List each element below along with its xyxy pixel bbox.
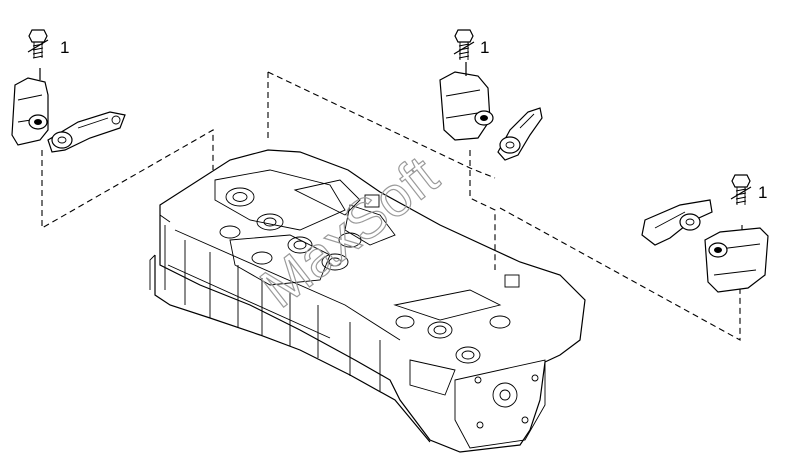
rocker-group-right: 1	[641, 174, 769, 293]
bolt-icon	[730, 174, 752, 205]
assembly-guide-lines	[41, 71, 743, 341]
cylinder-head-icon	[149, 149, 586, 453]
rocker-group-center: 1	[439, 29, 543, 161]
callout-label-center: 1	[480, 38, 489, 57]
rocker-support-icon	[704, 227, 769, 293]
rocker-support-icon	[11, 68, 49, 146]
rocker-support-icon	[439, 62, 494, 141]
bolt-icon	[453, 29, 475, 60]
rocker-arm-icon	[497, 107, 543, 161]
rocker-arm-icon	[47, 111, 126, 153]
callout-label-right: 1	[758, 183, 767, 202]
rocker-arm-icon	[641, 199, 713, 246]
rocker-group-left: 1	[11, 29, 126, 153]
watermark-text: MaxSoft	[249, 143, 450, 319]
callout-label-left: 1	[60, 38, 69, 57]
bolt-icon	[27, 29, 49, 59]
